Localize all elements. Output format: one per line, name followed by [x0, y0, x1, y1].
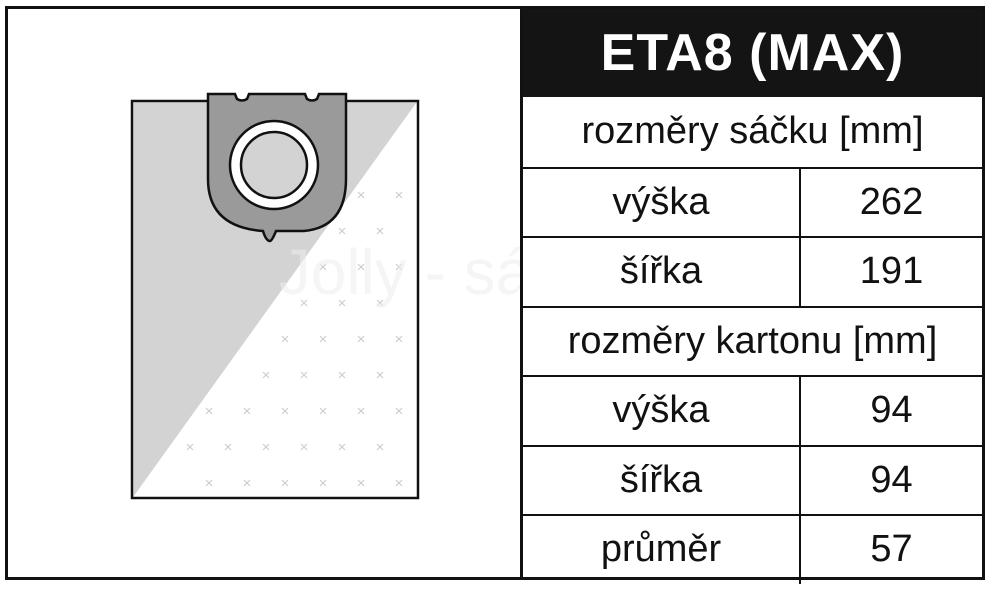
- pattern-mark: [300, 371, 308, 379]
- pattern-mark: [376, 371, 384, 379]
- bag-illustration: Jolly - sáčky: [8, 9, 627, 577]
- row-value: 191: [859, 250, 924, 293]
- row-label: výška: [523, 168, 801, 236]
- table-row: výška 262: [523, 166, 982, 236]
- pattern-mark: [395, 479, 403, 487]
- pattern-mark: [319, 335, 327, 343]
- pattern-mark: [243, 407, 251, 415]
- pattern-mark: [319, 479, 327, 487]
- row-label: šířka: [523, 238, 801, 306]
- pattern-mark: [205, 479, 213, 487]
- section-heading-bag: rozměry sáčku [mm]: [523, 97, 982, 167]
- pattern-mark: [376, 227, 384, 235]
- pattern-mark: [338, 443, 346, 451]
- row-label: průměr: [523, 516, 801, 584]
- pattern-mark: [338, 227, 346, 235]
- pattern-mark: [357, 479, 365, 487]
- pattern-mark: [357, 191, 365, 199]
- pattern-mark: [300, 443, 308, 451]
- pattern-mark: [395, 407, 403, 415]
- pattern-mark: [186, 443, 194, 451]
- section-heading-label: rozměry kartonu [mm]: [567, 319, 938, 362]
- pattern-mark: [357, 407, 365, 415]
- pattern-mark: [205, 407, 213, 415]
- pattern-mark: [357, 263, 365, 271]
- product-sheet: Jolly - sáčky ETA8 (MAX) rozměry sáčku […: [5, 6, 985, 584]
- collar-hole: [239, 130, 309, 200]
- pattern-mark: [395, 335, 403, 343]
- watermark: Jolly - sáčky: [279, 236, 520, 308]
- product-title: ETA8 (MAX): [523, 9, 982, 97]
- bag-shade: [133, 102, 417, 497]
- row-value: 57: [870, 528, 913, 571]
- pattern-mark: [319, 407, 327, 415]
- pattern-mark: [395, 191, 403, 199]
- table-row: šířka 191: [523, 236, 982, 306]
- pattern-mark: [376, 443, 384, 451]
- row-value: 94: [870, 458, 913, 501]
- row-value: 94: [870, 389, 913, 432]
- row-value: 262: [859, 180, 924, 223]
- table-row: šířka 94: [523, 444, 982, 514]
- pattern-mark: [338, 371, 346, 379]
- pattern-mark: [281, 335, 289, 343]
- pattern-mark: [300, 299, 308, 307]
- pattern-mark: [319, 263, 327, 271]
- section-heading-carton: rozměry kartonu [mm]: [523, 305, 982, 376]
- dimensions-table: rozměry sáčku [mm] výška 262 šířka 191 r…: [523, 97, 982, 584]
- row-label: výška: [523, 377, 801, 445]
- table-row: výška 94: [523, 375, 982, 445]
- bag-pattern: [186, 191, 403, 487]
- vertical-divider: [520, 9, 523, 577]
- pattern-mark: [338, 299, 346, 307]
- table-row: průměr 57: [523, 514, 982, 584]
- pattern-mark: [281, 407, 289, 415]
- section-heading-label: rozměry sáčku [mm]: [581, 110, 924, 153]
- pattern-mark: [357, 335, 365, 343]
- pattern-mark: [376, 299, 384, 307]
- pattern-mark: [243, 479, 251, 487]
- pattern-mark: [262, 443, 270, 451]
- pattern-mark: [262, 371, 270, 379]
- pattern-mark: [281, 479, 289, 487]
- row-label: šířka: [523, 446, 801, 514]
- pattern-mark: [224, 443, 232, 451]
- pattern-mark: [395, 263, 403, 271]
